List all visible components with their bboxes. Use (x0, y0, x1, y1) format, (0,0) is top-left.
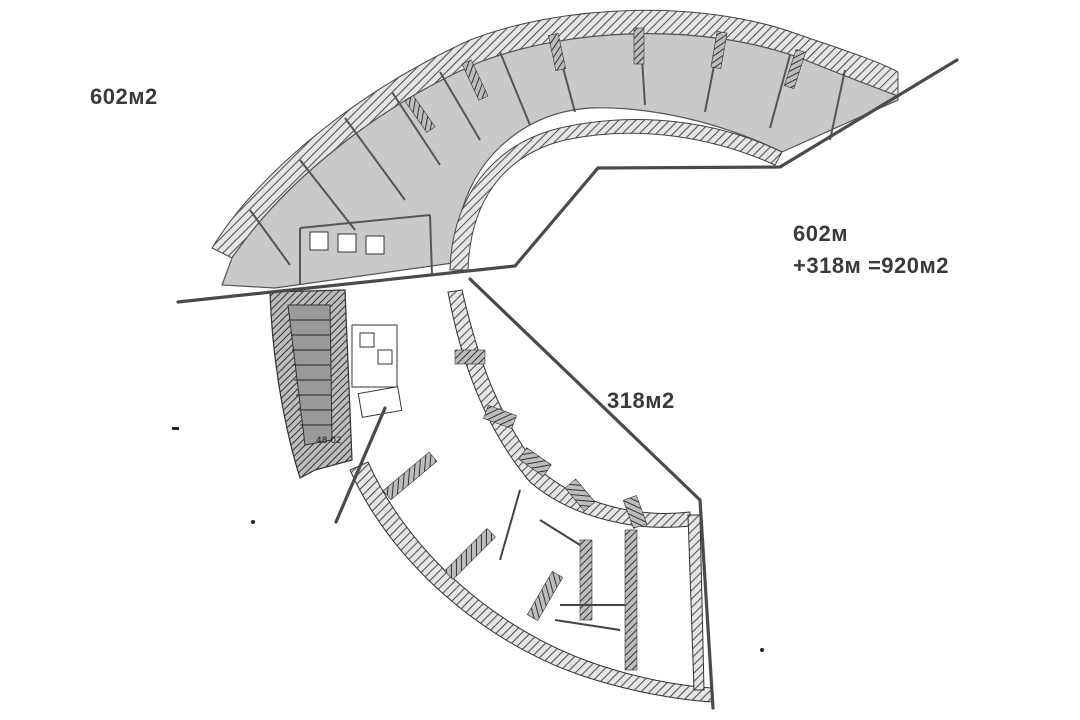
divider-right-vertical (698, 498, 715, 710)
stair-treads (290, 319, 332, 426)
total-area-annotation: 602м +318м =920м2 (793, 218, 949, 282)
total-line-1: 602м (793, 221, 848, 246)
total-line-2: +318м =920м2 (793, 253, 950, 278)
divider-lower-diagonal (468, 277, 702, 502)
lower-right-edge-wall (687, 514, 705, 691)
lower-outer-wall (349, 461, 713, 703)
upper-wc-block (309, 231, 385, 255)
upper-section (211, 9, 899, 289)
lower-partitions (382, 349, 648, 671)
upper-inner-wall (449, 119, 783, 271)
lower-thin-walls (499, 489, 625, 631)
stair-room-area-label: 48.02 (316, 436, 342, 446)
section-divider-lines (176, 58, 959, 710)
lower-section: 48.02 (269, 289, 713, 703)
divider-left-diagonal (334, 406, 387, 524)
stray-marks (172, 427, 764, 652)
lower-area-label: 318м2 (607, 388, 675, 413)
upper-area-label: 602м2 (90, 84, 158, 109)
upper-wall-stubs (404, 27, 807, 133)
divider-upper-boundary (176, 58, 959, 304)
lower-wc-block (351, 324, 403, 418)
